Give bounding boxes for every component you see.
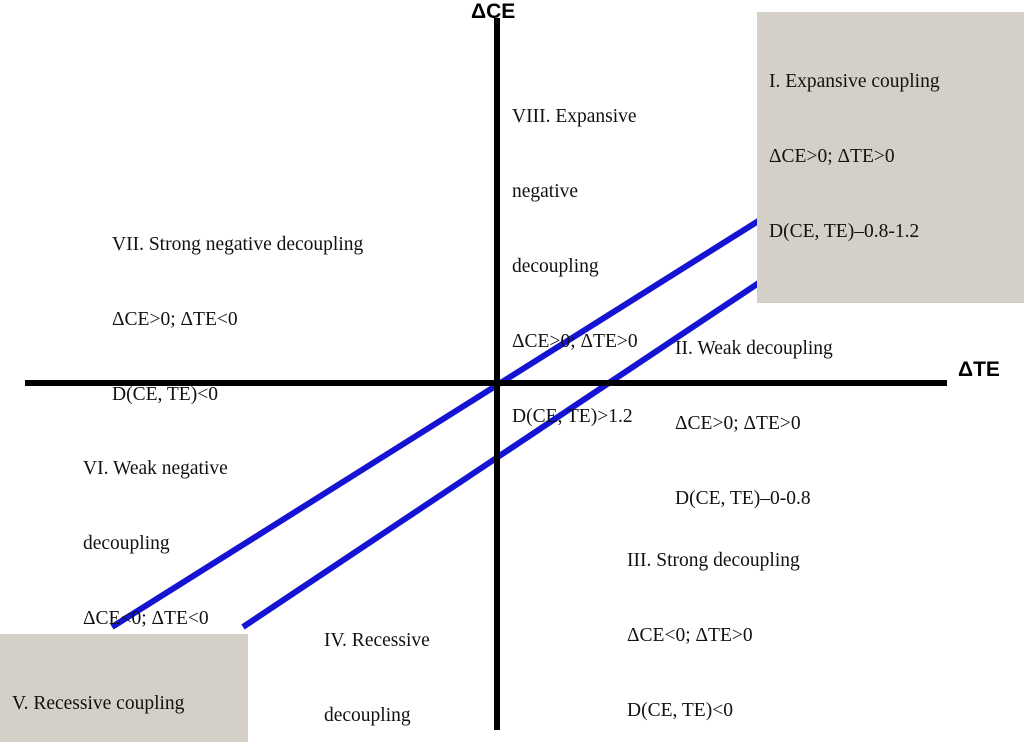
quadrant-1-index: D(CE, TE)–0.8-1.2 xyxy=(769,221,920,242)
quadrant-8-title-line3: decoupling xyxy=(512,256,599,277)
quadrant-3-title: III. Strong decoupling xyxy=(627,550,800,571)
quadrant-8-conditions: ΔCE>0; ΔTE>0 xyxy=(512,331,638,352)
quadrant-label-7: VII. Strong negative decoupling ΔCE>0; Δ… xyxy=(112,182,363,457)
quadrant-3-index: D(CE, TE)<0 xyxy=(627,700,733,721)
quadrant-8-title-line1: VIII. Expansive xyxy=(512,106,637,127)
quadrant-2-conditions: ΔCE>0; ΔTE>0 xyxy=(675,413,801,434)
quadrant-7-title: VII. Strong negative decoupling xyxy=(112,234,364,255)
x-axis-label: ΔTE xyxy=(958,358,1000,381)
quadrant-label-1: I. Expansive coupling ΔCE>0; ΔTE>0 D(CE,… xyxy=(757,12,1024,303)
quadrant-2-index: D(CE, TE)–0-0.8 xyxy=(675,488,811,509)
quadrant-4-title-line1: IV. Recessive xyxy=(324,630,430,651)
quadrant-8-title-line2: negative xyxy=(512,181,579,202)
y-axis-label: ΔCE xyxy=(471,0,516,23)
quadrant-6-conditions: ΔCE<0; ΔTE<0 xyxy=(83,608,209,629)
quadrant-1-conditions: ΔCE>0; ΔTE>0 xyxy=(769,146,895,167)
quadrant-label-3: III. Strong decoupling ΔCE<0; ΔTE>0 D(CE… xyxy=(627,498,800,742)
quadrant-4-title-line2: decoupling xyxy=(324,705,411,726)
quadrant-5-title: V. Recessive coupling xyxy=(12,693,185,714)
quadrant-label-5: V. Recessive coupling ΔCE<0; ΔTE<0 D(CE,… xyxy=(0,634,248,742)
quadrant-6-title-line1: VI. Weak negative xyxy=(83,458,228,479)
quadrant-2-title: II. Weak decoupling xyxy=(675,338,833,359)
quadrant-label-2: II. Weak decoupling ΔCE>0; ΔTE>0 D(CE, T… xyxy=(675,286,833,561)
quadrant-8-index: D(CE, TE)>1.2 xyxy=(512,406,633,427)
quadrant-3-conditions: ΔCE<0; ΔTE>0 xyxy=(627,625,753,646)
quadrant-7-conditions: ΔCE>0; ΔTE<0 xyxy=(112,309,238,330)
quadrant-label-8: VIII. Expansive negative decoupling ΔCE>… xyxy=(512,54,638,479)
quadrant-label-4: IV. Recessive decoupling ΔCE>0; ΔTE>0 D(… xyxy=(324,578,450,742)
quadrant-6-title-line2: decoupling xyxy=(83,533,170,554)
quadrant-7-index: D(CE, TE)<0 xyxy=(112,384,218,405)
quadrant-1-title: I. Expansive coupling xyxy=(769,71,940,92)
